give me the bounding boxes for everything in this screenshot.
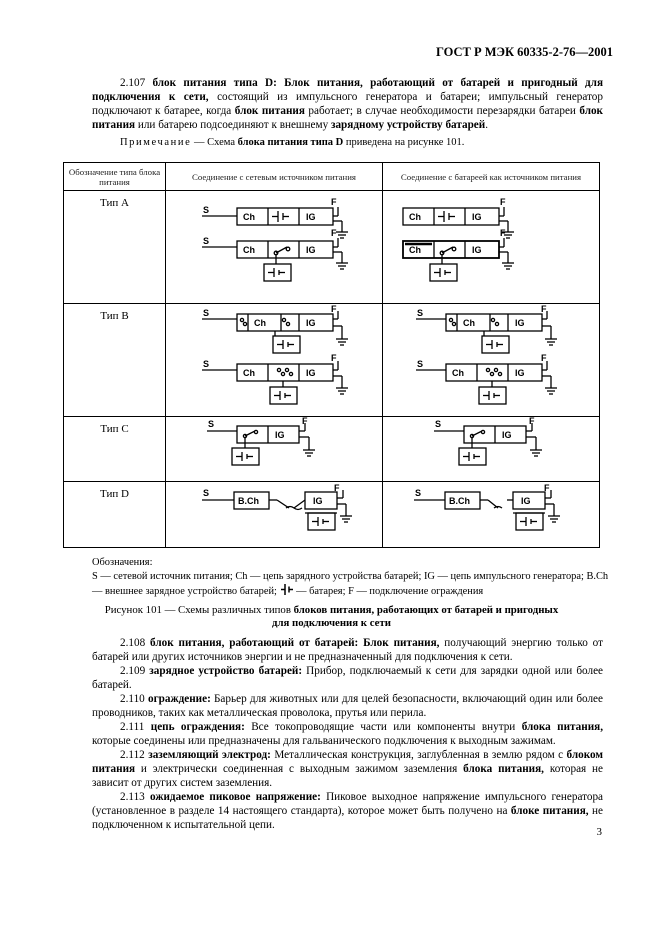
legend: Обозначения: S — сетевой источник питани…: [92, 556, 612, 598]
col-header-battery: Соединение с батареей как источником пит…: [382, 162, 600, 191]
type-d-battery-diagram: S F B.Ch IG: [414, 483, 560, 531]
svg-text:S: S: [203, 236, 209, 246]
clause-2-110: 2.110 ограждение: Барьер для животных ил…: [92, 693, 603, 719]
clause-2-111: 2.111 цепь ограждения: Все токопроводящи…: [92, 721, 604, 747]
svg-text:IG: IG: [306, 212, 316, 222]
svg-text:IG: IG: [306, 318, 316, 328]
type-b-mains-circuit: S F S: [165, 303, 383, 417]
type-c-mains-diagram: S F IG: [207, 417, 315, 466]
svg-text:Ch: Ch: [409, 245, 421, 255]
svg-text:F: F: [331, 228, 337, 238]
svg-text:F: F: [334, 483, 340, 493]
svg-text:IG: IG: [515, 318, 525, 328]
svg-text:F: F: [500, 228, 506, 238]
row-type-b-label: Тип B: [63, 303, 166, 417]
svg-text:IG: IG: [306, 368, 316, 378]
clause-2-107: 2.107 блок питания типа D: Блок питания,…: [92, 77, 604, 131]
legend-title: Обозначения:: [92, 557, 153, 568]
svg-text:F: F: [331, 197, 337, 207]
svg-text:IG: IG: [502, 430, 512, 440]
svg-text:F: F: [331, 304, 337, 314]
svg-text:IG: IG: [275, 430, 285, 440]
power-unit-diagram-table: Обозначение типа блока питания Соединени…: [63, 162, 600, 548]
type-c-battery-circuit: S F IG: [382, 416, 600, 482]
svg-text:S: S: [203, 205, 209, 215]
svg-text:Ch: Ch: [463, 318, 475, 328]
col-header-type: Обозначение типа блока питания: [63, 162, 166, 191]
page-number: 3: [596, 826, 603, 838]
svg-text:IG: IG: [521, 496, 531, 506]
svg-text:Ch: Ch: [254, 318, 266, 328]
type-b-mains-diagram: S F S: [202, 304, 348, 405]
svg-text:S: S: [208, 419, 214, 429]
svg-text:IG: IG: [472, 245, 482, 255]
svg-text:IG: IG: [306, 245, 316, 255]
row-type-a-label: Тип A: [63, 190, 166, 304]
svg-text:S: S: [435, 419, 441, 429]
type-d-mains-circuit: S F B.Ch IG: [165, 481, 383, 548]
legend-body: S — сетевой источник питания; Ch — цепь …: [92, 570, 609, 597]
clause-2-113: 2.113 ожидаемое пиковое напряжение: Пико…: [92, 791, 604, 831]
document-header: ГОСТ Р МЭК 60335-2-76—2001: [435, 45, 613, 59]
svg-text:S: S: [203, 488, 209, 498]
svg-text:Ch: Ch: [409, 212, 421, 222]
type-a-mains-diagram: S F S: [202, 197, 348, 282]
type-d-mains-diagram: S F B.Ch IG: [202, 483, 352, 531]
svg-text:F: F: [529, 417, 535, 426]
svg-text:F: F: [500, 197, 506, 207]
figure-caption: Рисунок 101 — Схемы различных типов блок…: [104, 604, 559, 629]
svg-text:F: F: [331, 353, 337, 363]
svg-text:B.Ch: B.Ch: [238, 496, 259, 506]
svg-text:Ch: Ch: [243, 212, 255, 222]
clause-2-109: 2.109 зарядное устройство батарей: Прибо…: [92, 665, 604, 691]
svg-text:S: S: [417, 308, 423, 318]
type-a-battery-circuit: F F Ch IG: [382, 190, 600, 304]
svg-text:Ch: Ch: [243, 245, 255, 255]
svg-text:S: S: [415, 488, 421, 498]
clause-2-108: 2.108 блок питания, работающий от батаре…: [92, 637, 604, 663]
svg-text:IG: IG: [472, 212, 482, 222]
col-header-mains: Соединение с сетевым источником питания: [165, 162, 383, 191]
type-d-battery-circuit: S F B.Ch IG: [382, 481, 600, 548]
row-type-d-label: Тип D: [63, 481, 166, 548]
type-c-mains-circuit: S F IG: [165, 416, 383, 482]
svg-text:Ch: Ch: [243, 368, 255, 378]
svg-text:Ch: Ch: [452, 368, 464, 378]
svg-text:F: F: [544, 483, 550, 493]
type-b-battery-diagram: S F S: [416, 304, 557, 405]
note: Примечание — Схема блока питания типа D …: [120, 137, 465, 148]
svg-text:S: S: [203, 308, 209, 318]
svg-text:IG: IG: [313, 496, 323, 506]
svg-text:F: F: [541, 353, 547, 363]
type-c-battery-diagram: S F IG: [434, 417, 542, 466]
svg-text:B.Ch: B.Ch: [449, 496, 470, 506]
type-a-mains-circuit: S F S: [165, 190, 383, 304]
svg-text:S: S: [417, 359, 423, 369]
type-b-battery-circuit: S F S: [382, 303, 600, 417]
type-a-battery-diagram: F F Ch IG: [402, 197, 514, 282]
battery-symbol-icon: [280, 583, 293, 595]
clause-2-112: 2.112 заземляющий электрод: Металлическа…: [92, 749, 604, 789]
svg-text:IG: IG: [515, 368, 525, 378]
row-type-c-label: Тип C: [63, 416, 166, 482]
svg-text:F: F: [302, 417, 308, 426]
svg-text:S: S: [203, 359, 209, 369]
svg-text:F: F: [541, 304, 547, 314]
